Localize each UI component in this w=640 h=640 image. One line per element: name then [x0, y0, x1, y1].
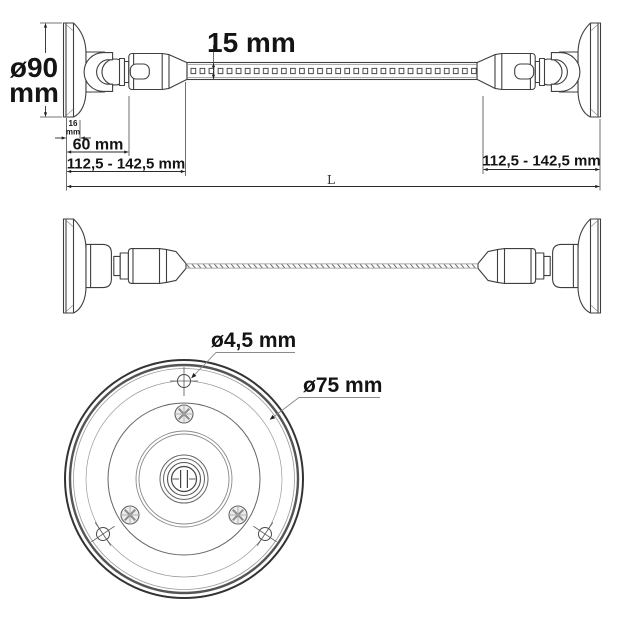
dim-plate-thickness: 16 mm — [55, 118, 91, 191]
dim-mount-depth: 60 mm — [67, 96, 130, 156]
center-screw — [172, 470, 196, 488]
strip-width-label: 15 mm — [207, 27, 296, 58]
plate-diameter-label-line2: mm — [9, 77, 59, 108]
plate-thickness-label-line1: 16 — [69, 119, 78, 128]
mount-range-right-label: 112,5 - 142,5 mm — [482, 153, 600, 170]
dim-bolt-circle: ø75 mm — [269, 374, 382, 420]
dim-mount-range-right: 112,5 - 142,5 mm — [482, 96, 601, 191]
dim-mount-range-left: 112,5 - 142,5 mm — [67, 82, 186, 176]
mounting-hole-top — [170, 367, 198, 396]
mount-depth-label: 60 mm — [73, 137, 124, 154]
dim-strip-width: 15 mm — [207, 27, 296, 79]
dim-total-length: L — [67, 173, 600, 189]
phillips-screw-lower-right — [228, 505, 248, 525]
led-strip — [186, 61, 478, 81]
plate-diameter-label-line1: ø90 — [10, 52, 58, 83]
total-length-label: L — [327, 173, 335, 187]
side-view — [64, 219, 601, 313]
canopy-circles — [64, 359, 304, 599]
bolt-circle-label: ø75 mm — [303, 374, 382, 397]
hole-diameter-label: ø4,5 mm — [211, 329, 296, 352]
mount-range-left-label: 112,5 - 142,5 mm — [67, 156, 185, 173]
phillips-screw-lower-left — [120, 505, 140, 525]
suspension-cable — [186, 263, 478, 269]
right-wall-mount — [477, 23, 601, 117]
right-wall-mount — [478, 219, 601, 313]
left-wall-mount — [64, 23, 188, 117]
mounting-hole-lower-right — [253, 522, 277, 546]
top-view: ø90 mm 15 mm 16 mm 60 mm — [9, 23, 601, 191]
front-view: ø4,5 mm ø75 mm — [64, 329, 382, 599]
left-wall-mount — [64, 219, 187, 313]
dim-plate-diameter: ø90 mm — [9, 22, 62, 118]
mounting-hole-lower-left — [91, 522, 115, 546]
plate-thickness-label-line2: mm — [66, 128, 80, 137]
dim-hole-diameter: ø4,5 mm — [191, 329, 296, 379]
phillips-screw-top — [174, 404, 194, 424]
